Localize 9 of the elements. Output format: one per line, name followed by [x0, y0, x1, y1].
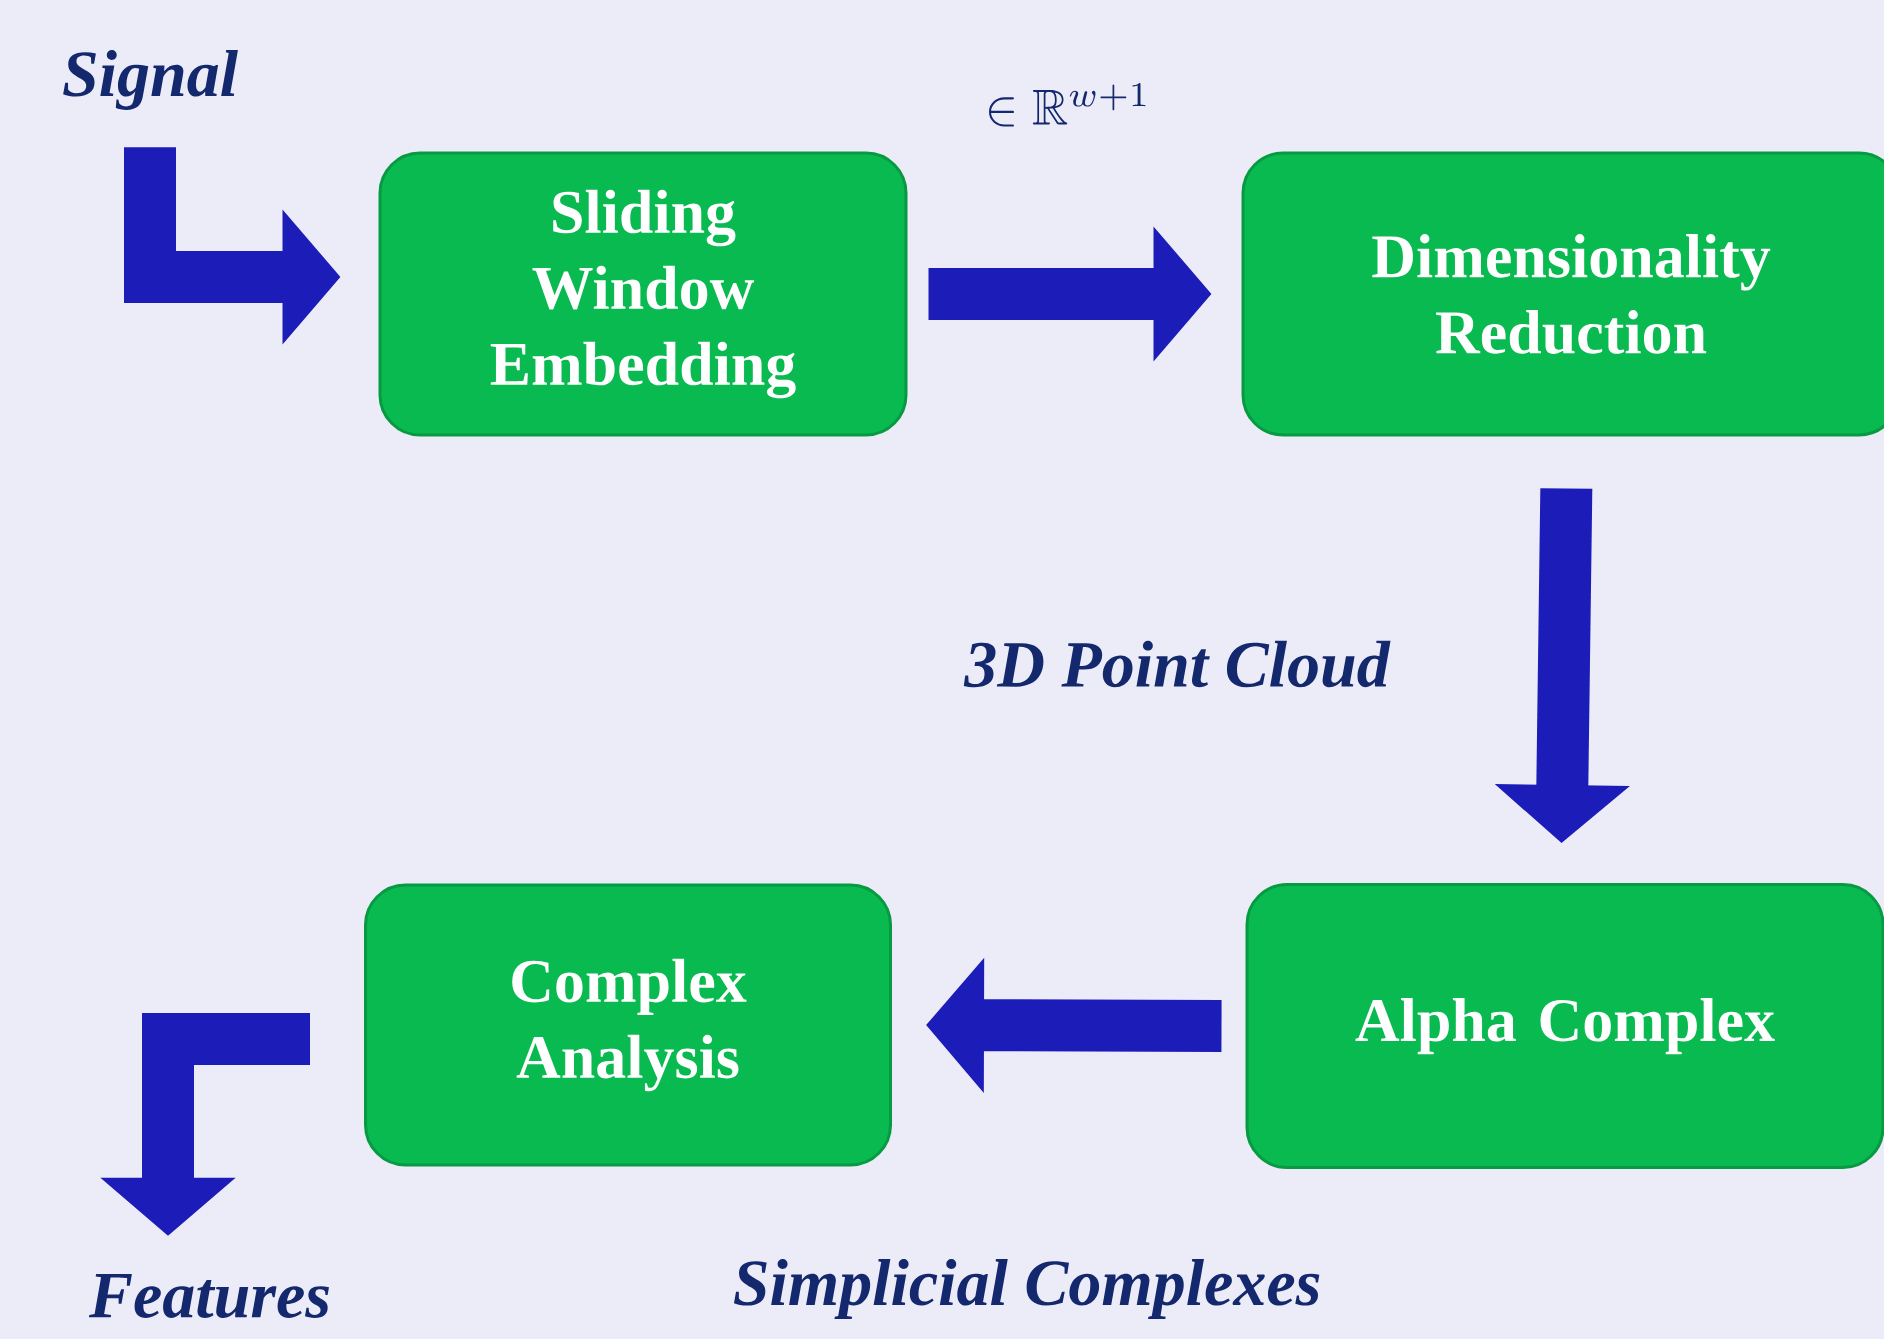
process-box: Sliding Window Embedding	[378, 151, 908, 437]
io-label: Signal	[63, 50, 238, 110]
process-box: Complex Analysis	[364, 883, 892, 1167]
edge-label: Simplicial Complexes	[729, 1256, 1325, 1322]
process-box: Dimensionality Reduction	[1241, 151, 1884, 437]
io-label: Features	[88, 1274, 329, 1318]
edge-label: 3D Point Cloud	[961, 637, 1393, 691]
formula-label: $\in \mathbb{R}^{w+1}$	[989, 83, 1146, 127]
process-box: Alpha Complex	[1245, 883, 1884, 1169]
